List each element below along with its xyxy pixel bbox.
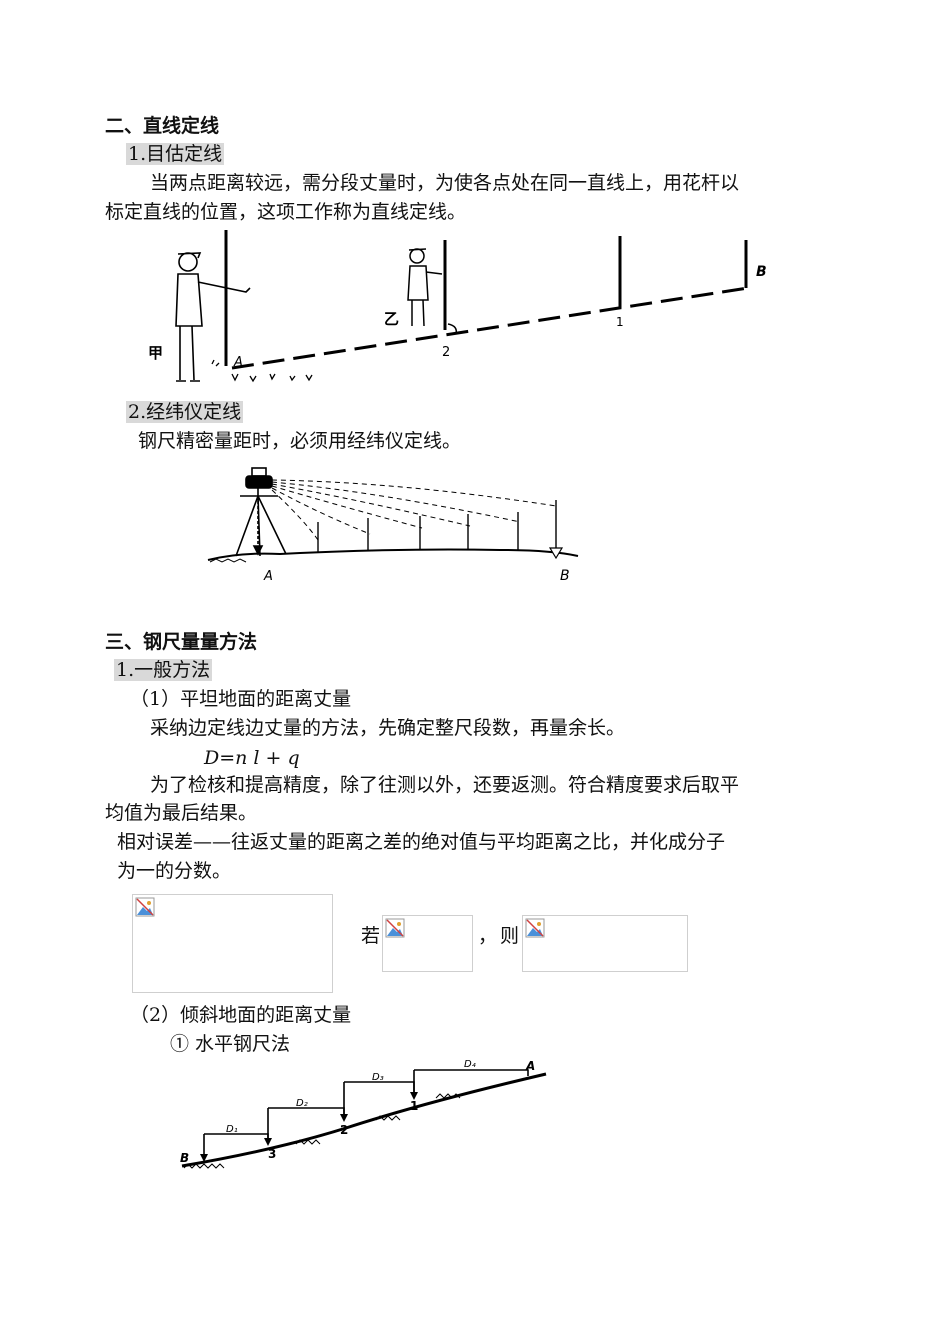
person-yi xyxy=(407,248,458,335)
tape-segments xyxy=(203,1069,529,1158)
label-d2: D₂ xyxy=(296,1098,308,1109)
slope-ground xyxy=(181,1072,547,1168)
formula-distance: D=n l + q xyxy=(204,747,300,769)
broken-image-icon xyxy=(525,918,545,938)
label-point-2: 2 xyxy=(340,1123,348,1137)
list-item-horizontal-tape: ① 水平钢尺法 xyxy=(170,1033,291,1055)
label-d4: D₄ xyxy=(464,1059,476,1070)
paragraph-line: 当两点距离较远，需分段丈量时，为使各点处在同一直线上，用花杆以 xyxy=(150,172,740,194)
figure-horizontal-tape-method: B 3 2 1 A D₁ D₂ D₃ D₄ xyxy=(180,1059,547,1169)
label-d1: D₁ xyxy=(226,1124,238,1135)
ground-line xyxy=(207,548,579,561)
label-d3: D₃ xyxy=(372,1072,384,1083)
broken-image-icon xyxy=(385,918,405,938)
label-point-1: 1 xyxy=(616,315,624,329)
sight-lines xyxy=(271,479,557,541)
paragraph-line: 相对误差——往返丈量的距离之差的绝对值与平均距离之比，并化成分子 xyxy=(117,831,726,853)
formula-image-placeholder xyxy=(132,894,333,993)
label-point-2: 2 xyxy=(442,345,450,360)
figure-visual-ranging: 甲 乙 A 2 1 B xyxy=(148,230,767,383)
subheading-visual-ranging: 1.目估定线 xyxy=(126,143,225,165)
list-item-flat-ground: （1）平坦地面的距离丈量 xyxy=(130,688,352,710)
paragraph-line: 采纳边定线边丈量的方法，先确定整尺段数，再量余长。 xyxy=(150,717,626,739)
label-b: B xyxy=(560,568,570,584)
label-yi: 乙 xyxy=(384,310,399,328)
label-a: A xyxy=(233,355,243,370)
formula-image-placeholder xyxy=(522,915,688,972)
paragraph-line: 均值为最后结果。 xyxy=(105,802,258,824)
label-b: B xyxy=(756,264,767,280)
figure-theodolite-ranging: A B xyxy=(207,467,579,584)
ranging-line xyxy=(231,286,749,370)
label-a: A xyxy=(525,1059,535,1073)
subheading-general-method: 1.一般方法 xyxy=(114,659,213,681)
plumb-arrows xyxy=(200,1092,418,1162)
person-jia xyxy=(175,252,251,382)
label-jia: 甲 xyxy=(148,344,163,362)
label-point-3: 3 xyxy=(268,1147,276,1161)
text-if: 若 xyxy=(361,925,381,947)
text-comma: ， xyxy=(478,925,498,947)
subheading-theodolite-ranging: 2.经纬仪定线 xyxy=(126,401,244,423)
paragraph-line: 为一的分数。 xyxy=(117,860,232,882)
label-a: A xyxy=(263,569,273,584)
paragraph-line: 钢尺精密量距时，必须用经纬仪定线。 xyxy=(138,430,462,452)
list-item-sloped-ground: （2）倾斜地面的距离丈量 xyxy=(130,1004,352,1026)
paragraph-line: 标定直线的位置，这项工作称为直线定线。 xyxy=(105,201,467,223)
section-heading-tape-methods: 三、钢尺量量方法 xyxy=(105,631,258,653)
section-heading-line-ranging: 二、直线定线 xyxy=(105,115,220,137)
formula-image-placeholder xyxy=(382,915,473,972)
broken-image-icon xyxy=(135,897,155,917)
text-then: 则 xyxy=(500,925,520,947)
label-point-1: 1 xyxy=(410,1099,418,1113)
range-poles xyxy=(317,500,557,552)
label-b: B xyxy=(180,1151,189,1165)
paragraph-line: 为了检核和提高精度，除了往测以外，还要返测。符合精度要求后取平 xyxy=(150,774,740,796)
theodolite-icon xyxy=(235,467,287,557)
